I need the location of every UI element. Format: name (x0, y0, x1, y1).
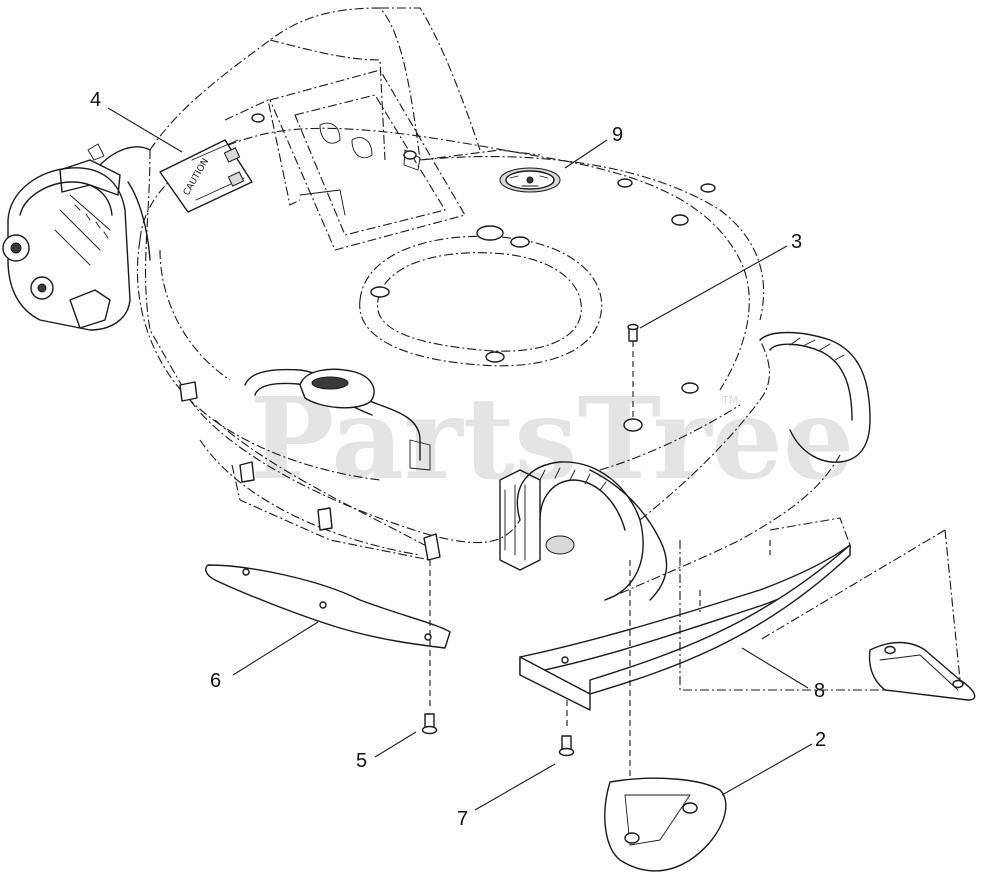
callout-3: 3 (791, 231, 802, 253)
deck-tab (317, 507, 333, 531)
deck-boss (510, 236, 530, 248)
deck-tab (179, 381, 198, 402)
deck-boss (681, 382, 699, 394)
deck-boss (617, 178, 633, 188)
part-4-warning-decal: CAUTION (159, 139, 253, 213)
deck-boss (251, 113, 265, 123)
deck-housing (136, 7, 871, 601)
deck-boss (623, 418, 643, 432)
part-3-screw (627, 323, 639, 420)
axle-bolt-center (10, 242, 22, 254)
deck-cap-slot (311, 376, 349, 390)
callout-4: 4 (90, 89, 101, 111)
part-8-rear-plate (519, 517, 960, 711)
watermark-trademark: TM (721, 394, 738, 407)
part-2-skid-lower (604, 560, 727, 872)
callout-labels: 4 9 3 6 5 7 8 2 (90, 89, 826, 830)
part-7-bolt (558, 700, 575, 757)
pivot-bolt-center (37, 283, 47, 293)
height-adjuster-bracket (2, 143, 151, 331)
part-9-cover-plate (499, 167, 561, 193)
callout-6: 6 (210, 670, 221, 692)
deck-boss (671, 214, 689, 226)
callout-9: 9 (612, 124, 623, 146)
rear-wheel-hub (545, 535, 575, 555)
deck-boss (370, 286, 390, 298)
callout-8: 8 (814, 680, 825, 702)
deck-tab (239, 461, 255, 483)
callout-2: 2 (815, 729, 826, 751)
deck-boss (403, 150, 417, 160)
callout-7: 7 (457, 808, 468, 830)
deck-boss (485, 351, 505, 363)
part-5-bolt (421, 560, 438, 735)
deck-boss (700, 183, 716, 193)
part-2-skid-upper (759, 529, 976, 701)
part-6-skid-strip (205, 564, 451, 649)
leader-lines (107, 107, 813, 811)
deck-tab (423, 533, 441, 561)
deck-boss (476, 225, 504, 241)
callout-5: 5 (356, 750, 367, 772)
